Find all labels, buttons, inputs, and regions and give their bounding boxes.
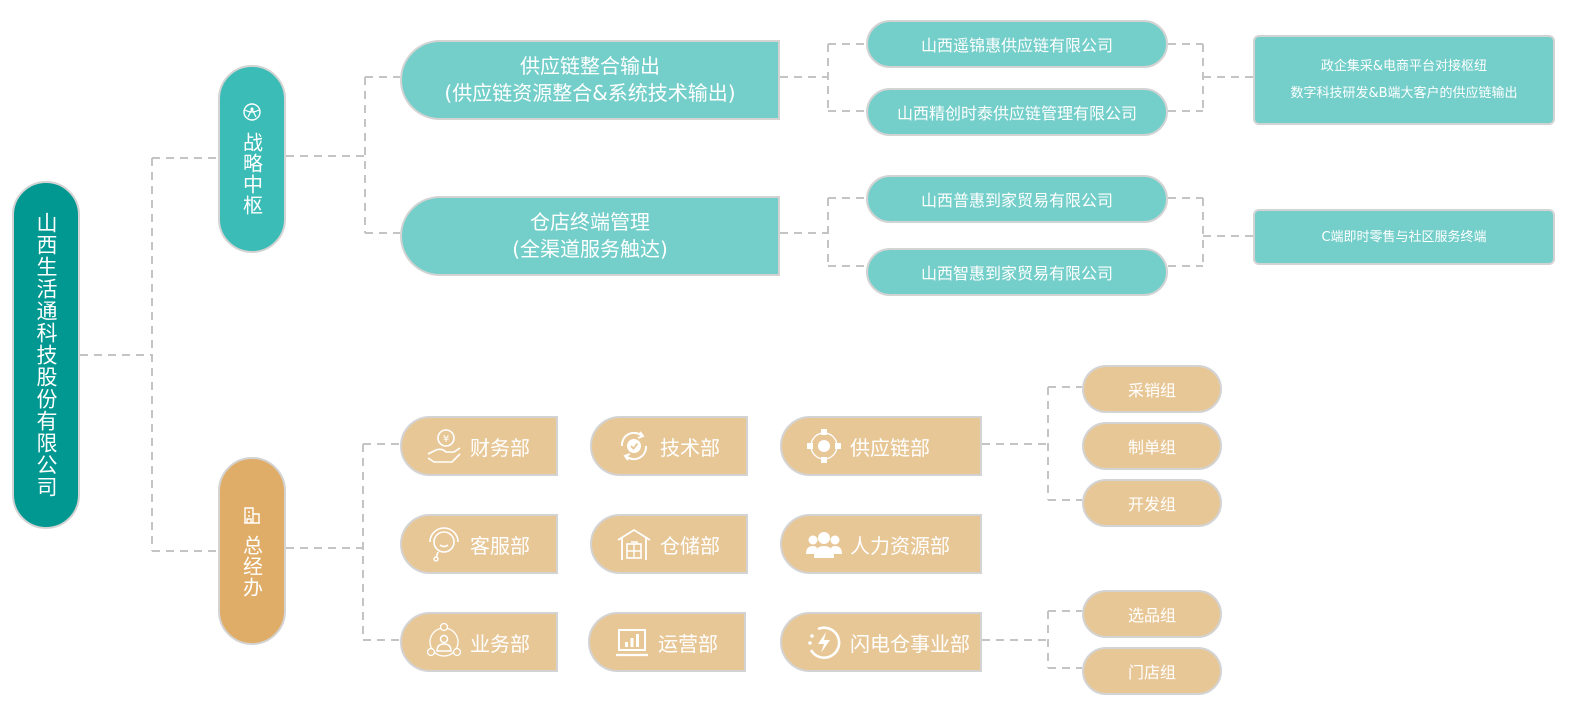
money-hand-icon: ¥ — [427, 429, 461, 463]
description-line: 政企集采&电商平台对接枢纽 — [1320, 59, 1488, 74]
dept-label: 运营部 — [658, 631, 718, 656]
globe-network-icon — [807, 429, 841, 463]
dept-warehouse[interactable]: 仓储部 — [590, 514, 748, 574]
strategy-hub-node[interactable]: 战略中枢 — [218, 65, 286, 253]
dept-human-resources[interactable]: 人力资源部 — [780, 514, 982, 574]
dept-technology[interactable]: 技术部 — [590, 416, 748, 476]
warehouse-icon — [617, 528, 651, 560]
building-icon — [244, 506, 260, 524]
dept-label: 财务部 — [470, 435, 530, 460]
company-label: 山西精创时泰供应链管理有限公司 — [896, 104, 1137, 123]
root-company-node[interactable]: 山西生活通科技股份有限公司 — [12, 181, 80, 529]
gear-refresh-icon — [620, 431, 648, 461]
dept-supply-chain[interactable]: 供应链部 — [780, 416, 982, 476]
dept-label: 业务部 — [470, 631, 530, 656]
general-office-node[interactable]: 总经办 — [218, 457, 286, 645]
dept-flash-warehouse[interactable]: 闪电仓事业部 — [780, 612, 982, 672]
root-company-label: 山西生活通科技股份有限公司 — [34, 212, 58, 498]
business-node-store-terminal[interactable]: 仓店终端管理 (全渠道服务触达) — [400, 196, 780, 276]
business-title: 仓店终端管理 — [530, 210, 650, 234]
business-node-supply-chain[interactable]: 供应链整合输出 (供应链资源整合&系统技术输出) — [400, 40, 780, 120]
group-label: 选品组 — [1127, 606, 1176, 625]
group-label: 采销组 — [1127, 381, 1176, 400]
connector-companies2-desc — [1168, 197, 1253, 267]
company-node[interactable]: 山西遥锦惠供应链有限公司 — [866, 20, 1168, 68]
group-node[interactable]: 采销组 — [1082, 365, 1222, 413]
network-globe-icon — [243, 103, 261, 121]
business-subtitle: (全渠道服务触达) — [512, 237, 668, 261]
connector-gm-departments — [286, 443, 400, 641]
company-node[interactable]: 山西精创时泰供应链管理有限公司 — [866, 88, 1168, 136]
group-label: 开发组 — [1127, 495, 1176, 514]
headset-icon — [429, 527, 459, 562]
connector-root-branches — [80, 157, 218, 552]
general-office-label: 总经办 — [239, 534, 264, 598]
connector-flashwarehouse-groups — [982, 610, 1082, 669]
dept-label: 人力资源部 — [850, 533, 950, 558]
business-subtitle: (供应链资源整合&系统技术输出) — [444, 81, 736, 105]
connector-business2-companies — [780, 197, 866, 267]
dept-business[interactable]: 业务部 — [400, 612, 558, 672]
dept-label: 技术部 — [660, 435, 720, 460]
people-icon — [806, 532, 842, 558]
connector-companies1-desc — [1168, 43, 1253, 112]
connector-business1-companies — [780, 43, 866, 112]
dept-label: 仓储部 — [660, 533, 720, 558]
dept-finance[interactable]: ¥ 财务部 — [400, 416, 558, 476]
dept-label: 供应链部 — [850, 435, 930, 460]
group-node[interactable]: 选品组 — [1082, 590, 1222, 638]
dept-label: 客服部 — [470, 533, 530, 558]
description-line: C端即时零售与社区服务终端 — [1321, 229, 1487, 245]
lightning-icon — [808, 626, 841, 659]
company-label: 山西遥锦惠供应链有限公司 — [920, 36, 1113, 55]
group-label: 门店组 — [1127, 663, 1176, 682]
chart-monitor-icon — [616, 629, 648, 657]
description-node[interactable]: C端即时零售与社区服务终端 — [1253, 209, 1555, 265]
dept-operations[interactable]: 运营部 — [588, 612, 746, 672]
dept-customer-service[interactable]: 客服部 — [400, 514, 558, 574]
svg-text:¥: ¥ — [443, 434, 449, 445]
connector-strategy-businesses — [286, 76, 400, 234]
strategy-hub-label: 战略中枢 — [239, 132, 264, 216]
company-label: 山西智惠到家贸易有限公司 — [920, 264, 1113, 283]
group-node[interactable]: 开发组 — [1082, 479, 1222, 527]
group-node[interactable]: 制单组 — [1082, 422, 1222, 470]
description-line: 数字科技研发&B端大客户的供应链输出 — [1290, 86, 1518, 101]
group-label: 制单组 — [1127, 438, 1176, 457]
company-label: 山西普惠到家贸易有限公司 — [920, 191, 1113, 210]
business-network-icon — [426, 622, 462, 657]
group-node[interactable]: 门店组 — [1082, 647, 1222, 695]
business-title: 供应链整合输出 — [520, 54, 660, 78]
description-node[interactable]: 政企集采&电商平台对接枢纽 数字科技研发&B端大客户的供应链输出 — [1253, 35, 1555, 125]
company-node[interactable]: 山西普惠到家贸易有限公司 — [866, 175, 1168, 223]
connector-supplychain-groups — [982, 386, 1082, 501]
company-node[interactable]: 山西智惠到家贸易有限公司 — [866, 248, 1168, 296]
dept-label: 闪电仓事业部 — [850, 631, 970, 656]
